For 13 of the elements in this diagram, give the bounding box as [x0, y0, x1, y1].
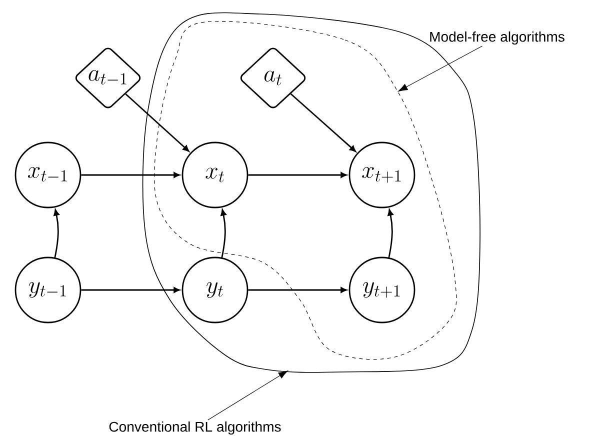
leader-line [398, 46, 483, 92]
arrow [248, 172, 347, 178]
arrow [54, 209, 60, 258]
arrow [125, 93, 190, 152]
arrow [388, 209, 394, 258]
arrow [81, 287, 180, 293]
arrow [220, 209, 226, 258]
arrow [248, 287, 347, 293]
region-label: Model-free algorithms [430, 31, 564, 45]
leader-line [208, 370, 288, 420]
region-label: Conventional RL algorithms [109, 421, 281, 435]
arrow [290, 93, 356, 152]
arrow [81, 172, 180, 178]
